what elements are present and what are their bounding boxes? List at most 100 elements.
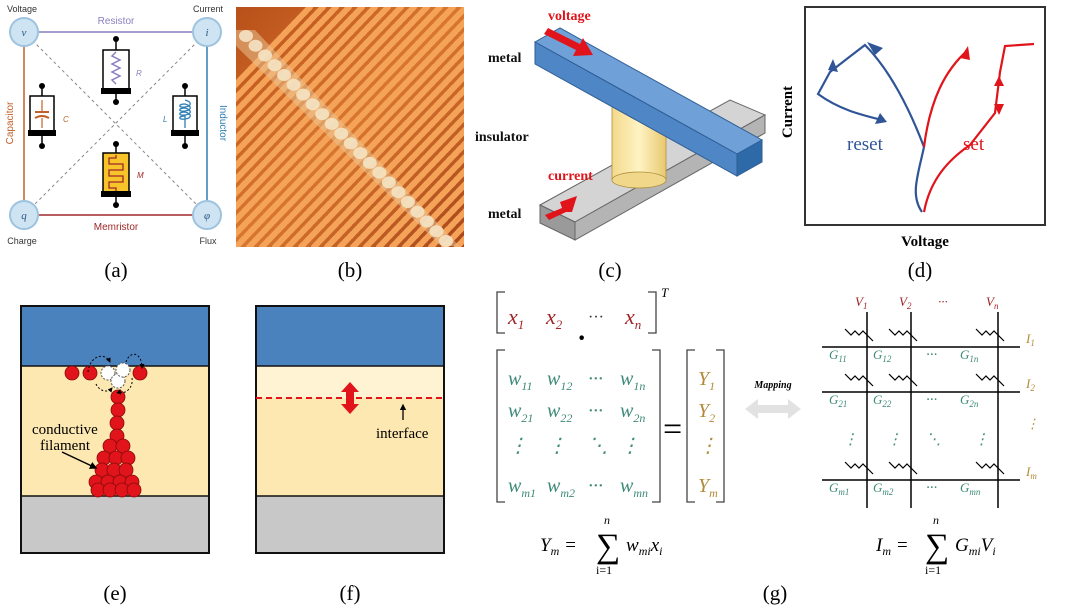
afm-stripe bbox=[236, 7, 404, 184]
matrix-entry: w22 bbox=[547, 400, 572, 425]
afm-bead bbox=[391, 186, 406, 199]
afm-crossbar-beads bbox=[239, 30, 453, 247]
panel-e: conductive filament (e) bbox=[20, 305, 210, 605]
panel-label-b: (b) bbox=[338, 258, 363, 282]
memristor-cell-icon bbox=[844, 461, 874, 475]
afm-bead bbox=[248, 39, 263, 52]
row-current-label: Im bbox=[1025, 464, 1037, 481]
row-current-label: I1 bbox=[1025, 331, 1035, 348]
corner-label-current: Current bbox=[193, 4, 224, 14]
memristor-cell-icon bbox=[844, 373, 874, 387]
panel-b: (b) bbox=[236, 7, 464, 282]
afm-bead bbox=[286, 78, 301, 91]
conductance-label: ⋮ bbox=[887, 432, 902, 448]
afm-stripe bbox=[259, 31, 464, 247]
svg-text:xn: xn bbox=[624, 304, 641, 332]
edge-label-top: Resistor bbox=[98, 16, 135, 27]
matrix-entry: w11 bbox=[508, 368, 532, 393]
afm-bead bbox=[381, 176, 396, 189]
afm-bead bbox=[372, 166, 387, 179]
svg-text:wmixi: wmixi bbox=[626, 535, 662, 558]
result-entry: Y1 bbox=[698, 368, 715, 393]
row-current-label: ⋮ bbox=[1026, 416, 1039, 431]
afm-bead bbox=[439, 235, 453, 247]
filament-atom bbox=[110, 389, 126, 405]
afm-stripe bbox=[236, 7, 430, 211]
corner-label-charge: Charge bbox=[7, 236, 37, 246]
memristor-cell-icon bbox=[844, 328, 874, 342]
memristor-cell-icon bbox=[888, 461, 918, 475]
memristor-cell-icon bbox=[888, 328, 918, 342]
afm-bead bbox=[324, 117, 339, 130]
filament-atom bbox=[118, 462, 134, 478]
matrix-entry: ⋮ bbox=[620, 435, 640, 457]
afm-stripe bbox=[236, 7, 417, 198]
panel-label-f: (f) bbox=[340, 581, 361, 605]
afm-bead bbox=[315, 108, 330, 121]
column-voltage-label: ··· bbox=[938, 294, 948, 309]
afm-stripe bbox=[272, 45, 464, 247]
afm-stripe bbox=[298, 72, 464, 247]
conductance-label: ··· bbox=[926, 347, 937, 363]
equals-sign: = bbox=[663, 411, 682, 448]
corner-label-voltage: Voltage bbox=[7, 4, 37, 14]
edge-label-left: Capacitor bbox=[5, 101, 16, 144]
panel-f: interface (f) bbox=[255, 305, 445, 605]
memristor-cell-icon bbox=[975, 328, 1005, 342]
panel-label-g: (g) bbox=[763, 581, 788, 605]
current-label: current bbox=[548, 169, 593, 184]
interface-label: interface bbox=[376, 426, 429, 442]
matrix-entry: ··· bbox=[588, 475, 603, 497]
afm-bead bbox=[400, 195, 415, 208]
resistor-symbol: R bbox=[136, 69, 142, 78]
memristor-icon bbox=[101, 141, 131, 208]
result-entry: ⋮ bbox=[698, 435, 718, 457]
axis-label-x: Voltage bbox=[901, 234, 949, 250]
afm-stripe bbox=[350, 126, 464, 247]
memristor-cell-icon bbox=[975, 373, 1005, 387]
afm-stripe bbox=[236, 7, 352, 130]
corner-symbol-charge: q bbox=[21, 210, 27, 222]
conductance-label: G21 bbox=[829, 392, 847, 409]
panel-a: Resistor Memristor Capacitor Inductor v … bbox=[5, 4, 228, 282]
matrix-entry: ⋱ bbox=[588, 435, 608, 457]
afm-bead bbox=[305, 98, 320, 111]
afm-bead bbox=[296, 88, 311, 101]
afm-stripe bbox=[285, 59, 464, 247]
panel-label-d: (d) bbox=[908, 258, 933, 282]
svg-text:GmiVi: GmiVi bbox=[955, 535, 996, 558]
corner-symbol-current: i bbox=[205, 27, 208, 39]
memristor-symbol: M bbox=[137, 171, 144, 180]
equation-left: Ym= ∑ n i=1 wmixi bbox=[540, 513, 662, 577]
conductance-label: G12 bbox=[873, 347, 892, 364]
matrix-entry: w12 bbox=[547, 368, 572, 393]
afm-stripe bbox=[236, 7, 464, 247]
svg-text:Im=: Im= bbox=[875, 535, 908, 558]
afm-stripe bbox=[389, 167, 464, 247]
afm-stripe bbox=[402, 181, 464, 247]
panel-c: voltage current metal insulator metal (c… bbox=[475, 9, 767, 282]
equation-right: Im= ∑ n i=1 GmiVi bbox=[875, 513, 996, 577]
capacitor-icon bbox=[28, 83, 56, 149]
memristor-cell-icon bbox=[975, 461, 1005, 475]
afm-stripe bbox=[415, 194, 464, 247]
afm-stripe bbox=[236, 7, 326, 103]
matrix-entry: ··· bbox=[588, 368, 603, 390]
corner-symbol-flux: φ bbox=[204, 210, 210, 222]
capacitor-symbol: C bbox=[63, 115, 69, 124]
corner-symbol-voltage: v bbox=[22, 27, 27, 39]
row-current-label: I2 bbox=[1025, 376, 1035, 393]
filament-atom bbox=[64, 365, 80, 381]
corner-label-flux: Flux bbox=[199, 236, 217, 246]
column-voltage-label: V1 bbox=[855, 294, 867, 311]
set-label: set bbox=[963, 134, 985, 155]
afm-bead bbox=[353, 147, 368, 160]
result-entry: Y2 bbox=[698, 400, 715, 425]
matrix-entry: ⋮ bbox=[508, 435, 528, 457]
svg-text:Ym=: Ym= bbox=[540, 535, 576, 558]
filament-atom bbox=[109, 415, 125, 431]
afm-bead bbox=[362, 156, 377, 169]
